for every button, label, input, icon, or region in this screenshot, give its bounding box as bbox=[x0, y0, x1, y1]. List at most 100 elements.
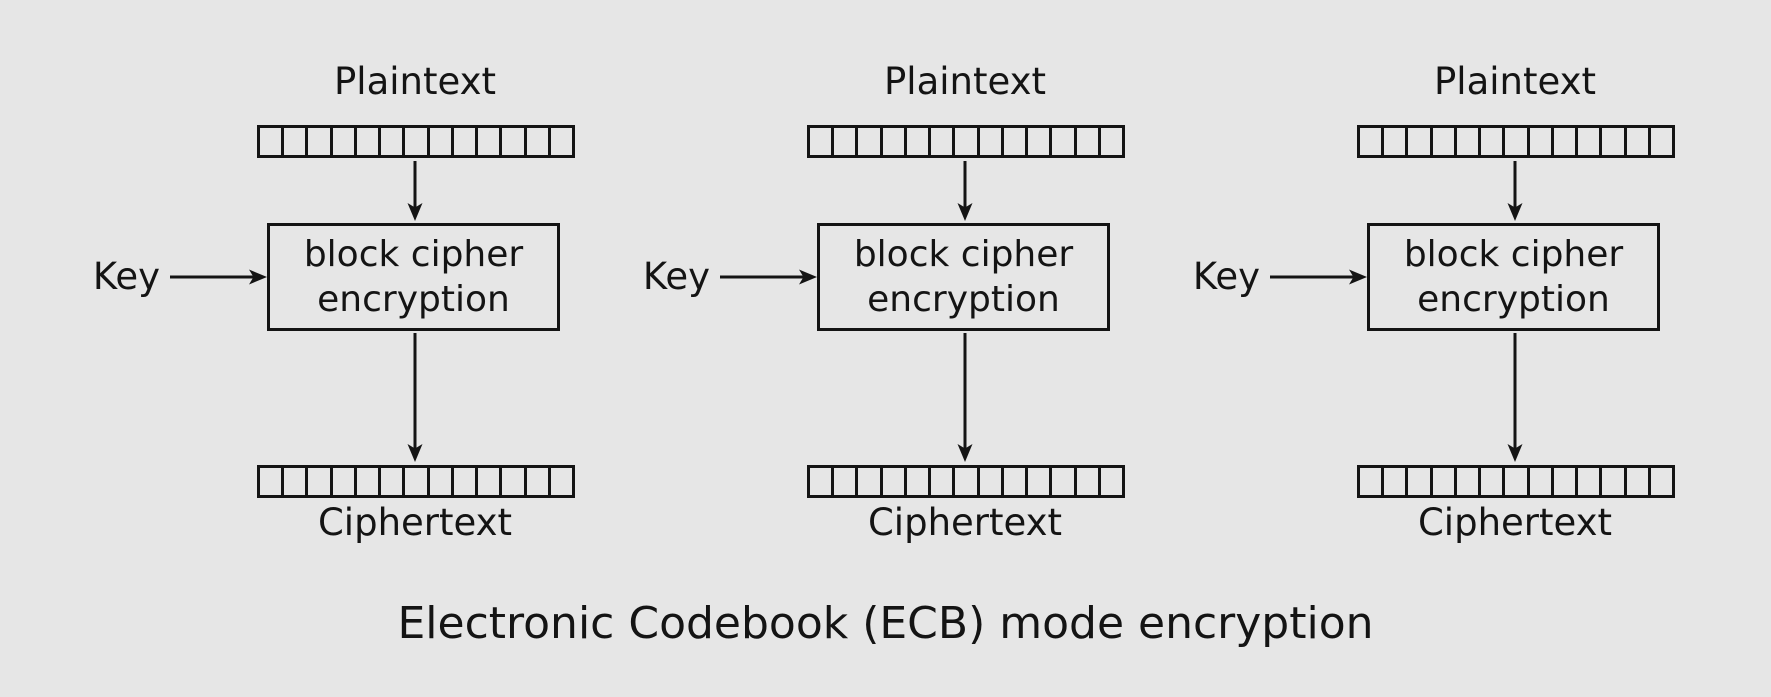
ciphertext-bit-block bbox=[807, 465, 1125, 498]
ecb-column-2: Plaintext Key block cipher encryption Ci… bbox=[640, 0, 1290, 560]
box-line-1: block cipher bbox=[303, 234, 524, 275]
bit-cell bbox=[551, 468, 572, 495]
bit-cell bbox=[308, 128, 333, 155]
bit-cell bbox=[1360, 468, 1385, 495]
arrow-down-icon bbox=[1507, 161, 1523, 221]
bit-cell bbox=[858, 128, 883, 155]
bit-cell bbox=[834, 468, 859, 495]
arrow-down-icon bbox=[407, 161, 423, 221]
plaintext-label: Plaintext bbox=[333, 60, 497, 103]
bit-cell bbox=[980, 128, 1004, 155]
bit-cell bbox=[1433, 468, 1457, 495]
bit-cell bbox=[1077, 468, 1101, 495]
bit-cell bbox=[907, 468, 932, 495]
bit-cell bbox=[1602, 128, 1627, 155]
bit-cell bbox=[454, 128, 479, 155]
plaintext-label: Plaintext bbox=[1433, 60, 1597, 103]
bit-cell bbox=[381, 128, 406, 155]
bit-cell bbox=[478, 128, 503, 155]
bit-cell bbox=[810, 128, 835, 155]
ciphertext-label: Ciphertext bbox=[867, 501, 1063, 544]
bit-cell bbox=[1101, 468, 1122, 495]
bit-cell bbox=[1554, 468, 1579, 495]
bit-cell bbox=[1028, 468, 1053, 495]
bit-cell bbox=[858, 468, 883, 495]
ecb-column-3: Plaintext Key block cipher encryption Ci… bbox=[1190, 0, 1771, 560]
diagram-caption: Electronic Codebook (ECB) mode encryptio… bbox=[397, 598, 1374, 649]
bit-cell bbox=[527, 128, 551, 155]
arrow-down-icon bbox=[957, 333, 973, 462]
bit-cell bbox=[1052, 128, 1077, 155]
bit-cell bbox=[1602, 468, 1627, 495]
bit-cell bbox=[931, 468, 956, 495]
bit-cell bbox=[955, 128, 980, 155]
bit-cell bbox=[907, 128, 932, 155]
bit-cell bbox=[405, 128, 430, 155]
bit-cell bbox=[1627, 128, 1651, 155]
bit-cell bbox=[381, 468, 406, 495]
ciphertext-bit-block bbox=[1357, 465, 1675, 498]
arrow-right-icon bbox=[720, 269, 817, 285]
bit-cell bbox=[1530, 128, 1554, 155]
bit-cell bbox=[1457, 128, 1482, 155]
bit-cell bbox=[1530, 468, 1554, 495]
ciphertext-label: Ciphertext bbox=[1417, 501, 1613, 544]
bit-cell bbox=[931, 128, 956, 155]
bit-cell bbox=[284, 128, 309, 155]
bit-cell bbox=[1077, 128, 1101, 155]
bit-cell bbox=[834, 128, 859, 155]
bit-cell bbox=[810, 468, 835, 495]
bit-cell bbox=[1028, 128, 1053, 155]
bit-cell bbox=[502, 128, 527, 155]
bit-cell bbox=[1101, 128, 1122, 155]
bit-cell bbox=[1578, 468, 1603, 495]
arrow-down-icon bbox=[1507, 333, 1523, 462]
key-label: Key bbox=[642, 255, 710, 298]
bit-cell bbox=[527, 468, 551, 495]
bit-cell bbox=[1481, 128, 1506, 155]
bit-cell bbox=[883, 128, 907, 155]
bit-cell bbox=[1554, 128, 1579, 155]
box-line-2: encryption bbox=[317, 279, 510, 320]
bit-cell bbox=[1004, 468, 1029, 495]
key-label: Key bbox=[92, 255, 160, 298]
box-line-2: encryption bbox=[867, 279, 1060, 320]
bit-cell bbox=[478, 468, 503, 495]
plaintext-label: Plaintext bbox=[883, 60, 1047, 103]
bit-cell bbox=[1384, 468, 1409, 495]
bit-cell bbox=[1052, 468, 1077, 495]
bit-cell bbox=[308, 468, 333, 495]
box-line-2: encryption bbox=[1417, 279, 1610, 320]
bit-cell bbox=[405, 468, 430, 495]
bit-cell bbox=[284, 468, 309, 495]
box-line-1: block cipher bbox=[853, 234, 1074, 275]
key-label: Key bbox=[1192, 255, 1260, 298]
bit-cell bbox=[955, 468, 980, 495]
bit-cell bbox=[1505, 468, 1530, 495]
block-cipher-encryption-box: block cipher encryption bbox=[1367, 223, 1660, 331]
arrow-right-icon bbox=[170, 269, 267, 285]
bit-cell bbox=[980, 468, 1004, 495]
bit-cell bbox=[357, 468, 382, 495]
bit-cell bbox=[1408, 128, 1433, 155]
bit-cell bbox=[1360, 128, 1385, 155]
box-line-1: block cipher bbox=[1403, 234, 1624, 275]
arrow-down-icon bbox=[407, 333, 423, 462]
arrow-right-icon bbox=[1270, 269, 1367, 285]
bit-cell bbox=[1408, 468, 1433, 495]
bit-cell bbox=[883, 468, 907, 495]
bit-cell bbox=[333, 128, 357, 155]
bit-cell bbox=[502, 468, 527, 495]
bit-cell bbox=[1578, 128, 1603, 155]
ciphertext-bit-block bbox=[257, 465, 575, 498]
bit-cell bbox=[1505, 128, 1530, 155]
bit-cell bbox=[333, 468, 357, 495]
bit-cell bbox=[1627, 468, 1651, 495]
bit-cell bbox=[260, 128, 285, 155]
bit-cell bbox=[454, 468, 479, 495]
bit-cell bbox=[1433, 128, 1457, 155]
bit-cell bbox=[430, 468, 454, 495]
bit-cell bbox=[1481, 468, 1506, 495]
plaintext-bit-block bbox=[1357, 125, 1675, 158]
